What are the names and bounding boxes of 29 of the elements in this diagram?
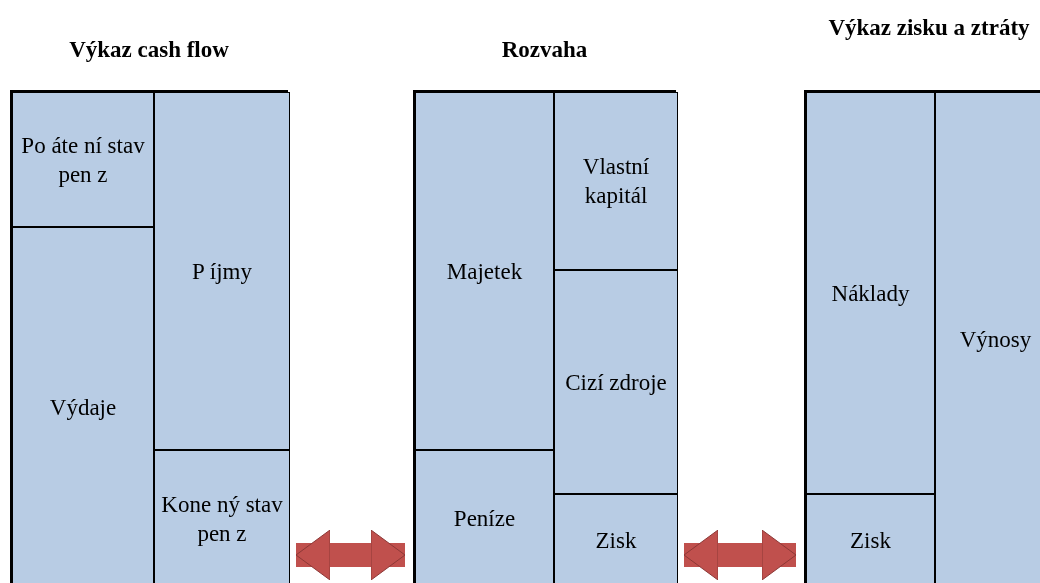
table-cell — [935, 92, 1040, 583]
table-cell — [806, 494, 935, 583]
table-cell — [12, 227, 154, 583]
cell-text: Náklady — [831, 279, 910, 308]
cell-text: Po áte ní stav pen z — [20, 131, 146, 189]
table-cell — [806, 92, 935, 494]
table-heading: Rozvaha — [500, 36, 589, 64]
table-cell — [12, 92, 154, 227]
cell-text: Majetek — [446, 257, 523, 286]
double-arrow — [683, 529, 797, 581]
cell-text: Zisk — [850, 527, 891, 555]
table-cell — [154, 92, 290, 450]
cell-text: Vlastní kapitál — [581, 153, 651, 210]
cell-text: Cizí zdroje — [565, 368, 667, 397]
table-cell — [415, 450, 554, 583]
table-cell — [554, 92, 678, 270]
table-cell — [415, 92, 554, 450]
table-heading: Výkaz zisku a ztráty — [827, 14, 1031, 42]
table-cell — [554, 270, 678, 494]
cell-text: Výdaje — [49, 393, 117, 422]
cell-text: Zisk — [595, 527, 637, 555]
table-cell — [554, 494, 678, 583]
cell-text: Peníze — [453, 505, 516, 533]
cell-text: Kone ný stav pen z — [160, 490, 284, 548]
table-cell — [154, 450, 290, 583]
double-arrow — [295, 529, 406, 581]
cell-text: P íjmy — [192, 257, 252, 286]
cell-text: Výnosy — [959, 326, 1032, 354]
table-heading: Výkaz cash flow — [68, 36, 230, 64]
